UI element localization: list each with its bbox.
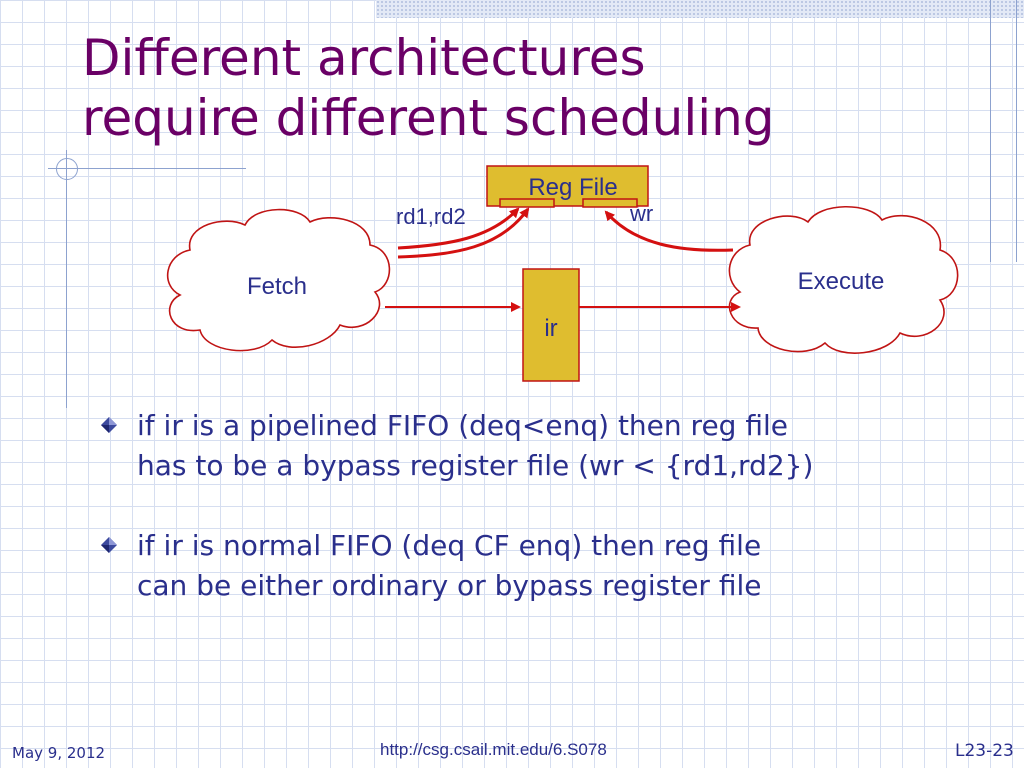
- decorative-vertical-rule: [66, 150, 67, 408]
- bullet-line: if ir is a pipelined FIFO (deq<enq) then…: [137, 409, 788, 442]
- ir-box: ir: [522, 268, 580, 382]
- slide-title: Different architectures require differen…: [82, 28, 982, 148]
- decorative-horizontal-rule: [48, 168, 246, 169]
- bullet-line: can be either ordinary or bypass registe…: [137, 569, 762, 602]
- decorative-right-rule: [990, 0, 991, 262]
- bullet-item: if ir is normal FIFO (deq CF enq) then r…: [100, 526, 1000, 606]
- execute-label: Execute: [798, 268, 885, 295]
- reg-file-box: Reg File: [486, 165, 649, 208]
- decorative-top-band: [376, 0, 1024, 18]
- title-line-1: Different architectures: [82, 29, 646, 87]
- footer-url[interactable]: http://csg.csail.mit.edu/6.S078: [380, 740, 607, 759]
- read-ports-label: rd1,rd2: [396, 204, 466, 229]
- footer-page-number: L23-23: [955, 741, 1014, 761]
- reg-file-label: Reg File: [528, 174, 617, 201]
- write-port: [582, 198, 638, 208]
- bullet-line: has to be a bypass register file (wr < {…: [137, 449, 814, 482]
- fetch-label: Fetch: [247, 273, 307, 300]
- bullet-item: if ir is a pipelined FIFO (deq<enq) then…: [100, 406, 1000, 486]
- ir-label: ir: [544, 315, 557, 342]
- decorative-right-rule-outer: [1016, 0, 1017, 262]
- execute-to-regfile-arrow: [604, 210, 734, 252]
- footer-date: May 9, 2012: [12, 744, 106, 762]
- read-port: [499, 198, 555, 208]
- pipeline-diagram: Fetch Execute Reg File ir rd1,rd2 wr: [166, 165, 959, 382]
- fetch-cloud: Fetch: [166, 208, 391, 352]
- diamond-bullet-icon: [101, 537, 117, 553]
- title-line-2: require different scheduling: [82, 89, 775, 147]
- bullet-list: if ir is a pipelined FIFO (deq<enq) then…: [100, 406, 1000, 646]
- bullet-line: if ir is normal FIFO (deq CF enq) then r…: [137, 529, 762, 562]
- diamond-bullet-icon: [101, 417, 117, 433]
- write-port-label: wr: [629, 201, 653, 226]
- decorative-circle: [56, 158, 78, 180]
- execute-cloud: Execute: [728, 205, 959, 354]
- fetch-to-regfile-arrow-2: [397, 207, 530, 259]
- fetch-to-regfile-arrow-1: [397, 207, 520, 250]
